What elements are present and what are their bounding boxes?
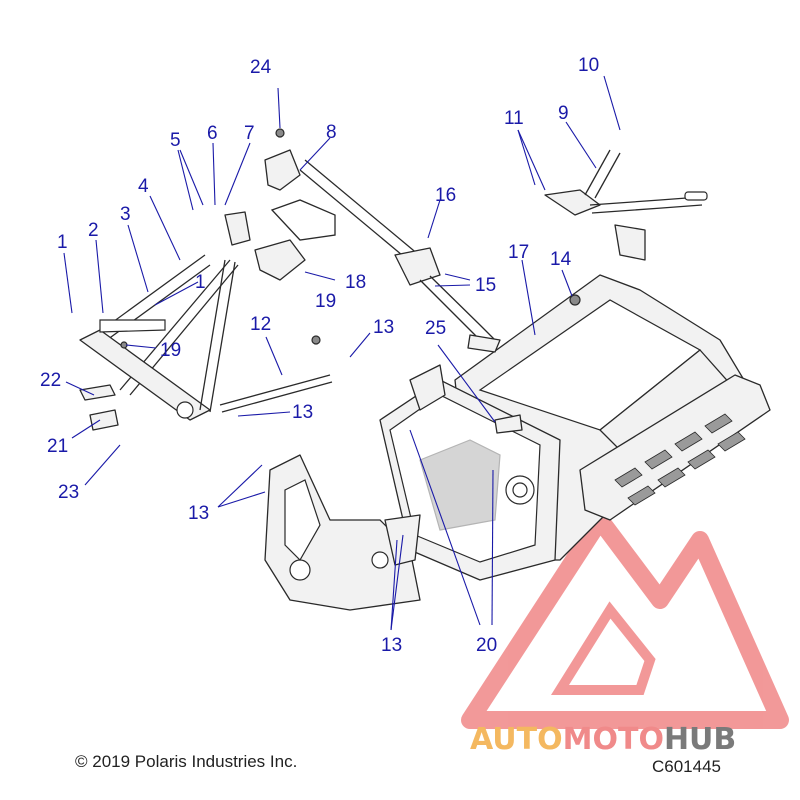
svg-text:AUTOMOTOHUB: AUTOMOTOHUB: [470, 722, 736, 757]
callout-13b: 13: [292, 402, 313, 423]
callout-15: 15: [475, 275, 496, 296]
callout-11: 11: [504, 108, 524, 129]
steering-support-part-8: [264, 149, 501, 353]
callout-labels: 1 1 2 3 4 5 6 7 8 9 10 11 12 13 13 13 13…: [40, 55, 599, 656]
chassis-assembly: [264, 274, 771, 611]
brace-rod-part-12: [219, 374, 333, 413]
callout-1a: 1: [57, 232, 68, 253]
callout-14: 14: [550, 249, 572, 270]
running-board-cutouts: [614, 413, 746, 506]
callout-18: 18: [345, 272, 366, 293]
nut-part-19-a: [311, 335, 321, 345]
bracket-part-18: [254, 239, 306, 281]
nut-part-24: [275, 128, 285, 138]
bracket-part-25: [494, 414, 523, 434]
callout-6: 6: [207, 123, 218, 144]
callout-4: 4: [138, 176, 149, 197]
callout-10: 10: [578, 55, 599, 76]
callout-22: 22: [40, 370, 61, 391]
callout-8: 8: [326, 122, 337, 143]
callout-13a: 13: [373, 317, 394, 338]
watermark-text: AUTOMOTOHUB: [470, 722, 736, 757]
leader-lines: [63, 75, 621, 631]
watermark-word-auto: AUTO: [470, 722, 563, 757]
callout-9: 9: [558, 103, 569, 124]
copyright-text: © 2019 Polaris Industries Inc.: [75, 752, 297, 771]
callout-2: 2: [88, 220, 99, 241]
callout-19b: 19: [160, 340, 181, 361]
callout-19a: 19: [315, 291, 336, 312]
callout-23: 23: [58, 482, 79, 503]
plate-part-21: [89, 409, 119, 431]
callout-7: 7: [244, 123, 255, 144]
callout-5: 5: [170, 130, 181, 151]
watermark-word-moto: MOTO: [563, 722, 664, 757]
callout-13d: 13: [381, 635, 402, 656]
callout-16: 16: [435, 185, 456, 206]
callout-25: 25: [425, 318, 446, 339]
callout-3: 3: [120, 204, 131, 225]
callout-17: 17: [508, 242, 529, 263]
watermark-logo-icon: [461, 511, 789, 729]
bracket-part-7: [224, 211, 251, 246]
callout-1b: 1: [195, 272, 206, 293]
callout-21: 21: [47, 436, 68, 457]
diagram-code: C601445: [652, 757, 721, 776]
callout-13c: 13: [188, 503, 209, 524]
callout-24: 24: [250, 57, 272, 78]
plug-part-14: [569, 294, 581, 306]
callout-12: 12: [250, 314, 271, 335]
plate-part-22: [79, 384, 116, 401]
watermark-word-hub: HUB: [664, 722, 736, 757]
upper-a-frame-part-9: [544, 149, 708, 261]
callout-20: 20: [476, 635, 497, 656]
